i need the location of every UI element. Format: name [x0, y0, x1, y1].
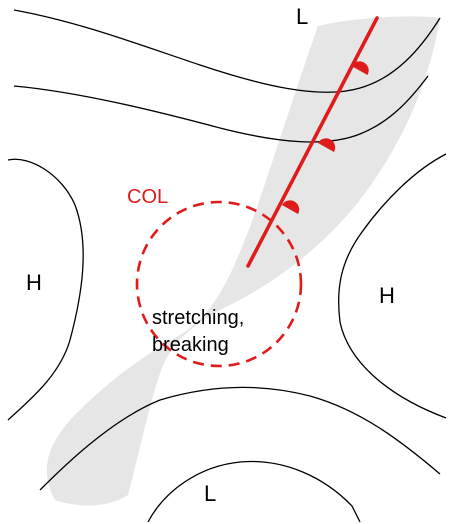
- col-circle: [135, 200, 303, 368]
- isobar-top-2: [13, 75, 429, 143]
- isobar-bottom-inner: [147, 460, 361, 523]
- front-semicircle-icon: [282, 200, 300, 214]
- high-left-label: H: [26, 270, 42, 295]
- isobar-left-col: [7, 158, 84, 421]
- isobar-bottom-outer: [39, 386, 441, 491]
- isobar-top-1: [13, 9, 441, 93]
- front-line: [246, 16, 379, 268]
- col-label: COL: [127, 186, 168, 208]
- isobar-right-col: [337, 153, 447, 419]
- stretching-label: stretching,: [152, 307, 244, 329]
- low-top-label: L: [296, 4, 308, 29]
- high-right-label: H: [379, 283, 395, 308]
- low-bottom-label: L: [204, 481, 216, 506]
- front-semicircle-icon: [318, 138, 336, 152]
- breaking-label: breaking: [152, 334, 229, 356]
- front-semicircle-icon: [351, 61, 369, 75]
